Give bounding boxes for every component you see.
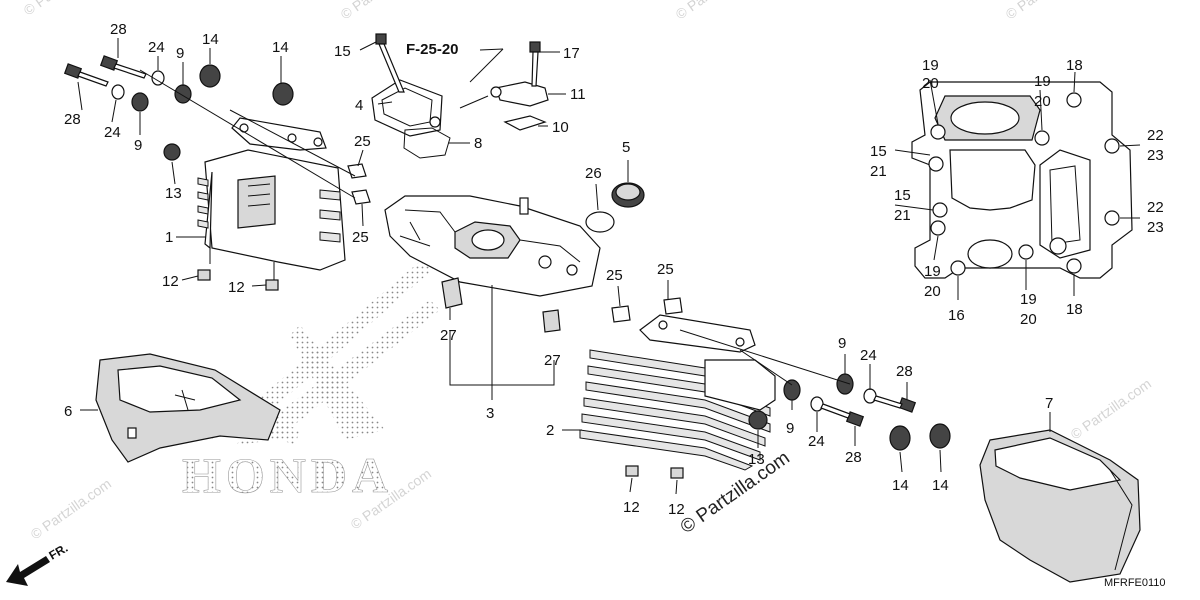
callout-14: 14 [892, 477, 909, 494]
callout-25: 25 [354, 133, 371, 150]
part-1-rear-head-cover [197, 117, 346, 280]
callout-14: 14 [202, 31, 219, 48]
part-8-gasket [403, 127, 451, 159]
callout-24: 24 [148, 39, 165, 56]
diagram-code: MFRFE0110 [1104, 577, 1166, 589]
watermark-text: © Partzilla.com [1003, 0, 1089, 22]
callout-2: 2 [546, 422, 554, 439]
part-2-cylinder [579, 314, 776, 471]
callout-16: 16 [948, 307, 965, 324]
watermark-text: © Partzilla.com [1068, 375, 1154, 442]
callout-19: 19 [924, 263, 941, 280]
callout-12: 12 [162, 273, 179, 290]
callout-27: 27 [440, 327, 457, 344]
callout-24: 24 [860, 347, 877, 364]
callout-25: 25 [657, 261, 674, 278]
front-direction-arrow-icon: FR. [6, 541, 70, 586]
callout-15: 15 [334, 43, 351, 60]
callout-15: 15 [870, 143, 887, 160]
callout-20: 20 [1020, 311, 1037, 328]
callout-9: 9 [176, 45, 184, 62]
callout-5: 5 [622, 139, 630, 156]
callout-7: 7 [1045, 395, 1053, 412]
callout-25: 25 [606, 267, 623, 284]
hardware-upper-left [63, 55, 371, 291]
callout-12: 12 [228, 279, 245, 296]
callout-19: 19 [922, 57, 939, 74]
reference-label: F-25-20 [406, 41, 459, 58]
callout-24: 24 [104, 124, 121, 141]
callout-10: 10 [552, 119, 569, 136]
callout-9: 9 [786, 420, 794, 437]
callout-22: 22 [1147, 199, 1164, 216]
callout-12: 12 [623, 499, 640, 516]
callout-22: 22 [1147, 127, 1164, 144]
callout-21: 21 [870, 163, 887, 180]
watermark-text: © Partzilla.com [673, 0, 759, 22]
callout-18: 18 [1066, 301, 1083, 318]
honda-wing-emblem: HONDA [175, 240, 455, 503]
callout-19: 19 [1020, 291, 1037, 308]
hardware-lower-right [783, 373, 951, 451]
callout-24: 24 [808, 433, 825, 450]
callout-3: 3 [486, 405, 494, 422]
callout-14: 14 [272, 39, 289, 56]
callout-25: 25 [352, 229, 369, 246]
part-11-tensioner [490, 81, 549, 107]
watermark-text: © Partzilla.com [21, 0, 107, 18]
watermark-text: © Partzilla.com [338, 0, 424, 22]
part-4-cover [371, 79, 443, 137]
honda-emblem-text: HONDA [182, 447, 393, 503]
part-10-gasket [503, 115, 547, 131]
part-3-cylinder-head [384, 195, 601, 297]
callout-18: 18 [1066, 57, 1083, 74]
callout-8: 8 [474, 135, 482, 152]
part-17-bolt [529, 41, 541, 87]
front-marker-label: FR. [47, 541, 71, 563]
callout-9: 9 [134, 137, 142, 154]
callout-21: 21 [894, 207, 911, 224]
part-6-side-cover [95, 353, 281, 463]
part-15-bolt [375, 33, 405, 93]
callout-20: 20 [1034, 93, 1051, 110]
callout-20: 20 [924, 283, 941, 300]
callout-4: 4 [355, 97, 363, 114]
part-26-o-ring [585, 211, 615, 233]
callout-19: 19 [1034, 73, 1051, 90]
callout-15: 15 [894, 187, 911, 204]
callout-9: 9 [838, 335, 846, 352]
callout-27: 27 [544, 352, 561, 369]
callout-12: 12 [668, 501, 685, 518]
callout-13: 13 [165, 185, 182, 202]
cylinder-head-gasket [911, 81, 1133, 279]
callout-14: 14 [932, 477, 949, 494]
callout-1: 1 [165, 229, 173, 246]
watermark-text: © Partzilla.com [28, 475, 114, 542]
callout-28: 28 [110, 21, 127, 38]
callout-13: 13 [748, 451, 765, 468]
callout-11: 11 [570, 86, 586, 103]
hardware-center [441, 277, 768, 479]
callout-26: 26 [585, 165, 602, 182]
callout-28: 28 [896, 363, 913, 380]
part-7-side-cover [979, 429, 1141, 583]
callout-23: 23 [1147, 147, 1164, 164]
callout-6: 6 [64, 403, 72, 420]
callout-17: 17 [563, 45, 580, 62]
part-5-cap [611, 182, 645, 208]
callout-28: 28 [845, 449, 862, 466]
leader-lines [77, 38, 1141, 495]
callout-28: 28 [64, 111, 81, 128]
callout-20: 20 [922, 75, 939, 92]
callout-23: 23 [1147, 219, 1164, 236]
